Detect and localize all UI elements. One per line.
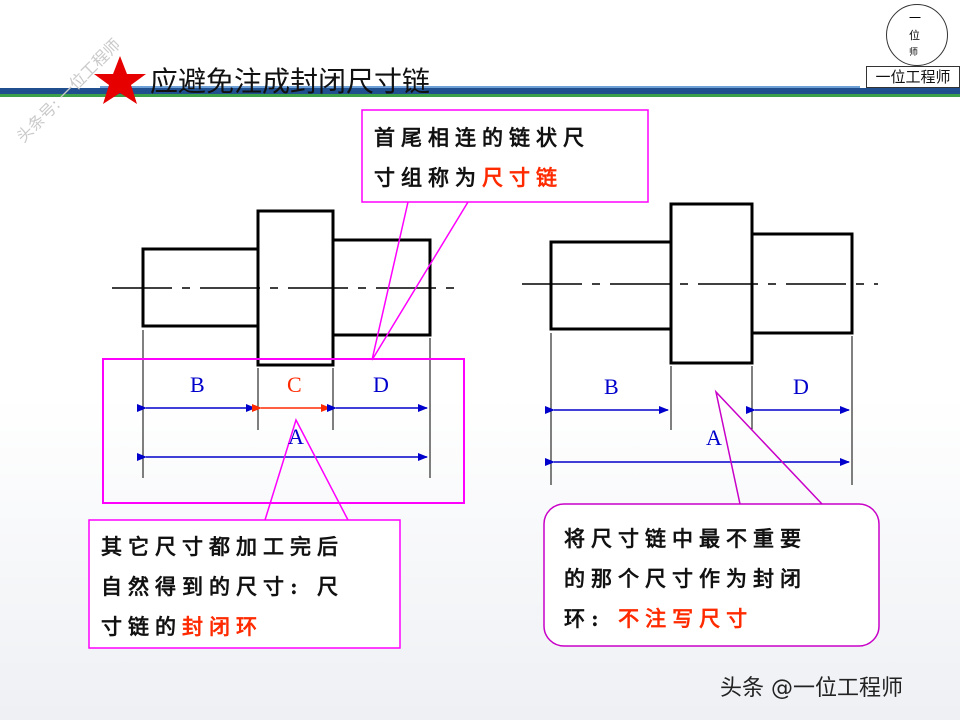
right-callout-frame xyxy=(543,503,880,647)
top-callout-highlight: 尺寸链 xyxy=(482,165,563,190)
right-callout-line1: 将尺寸链中最不重要 xyxy=(564,526,807,551)
left-callout-text: 其它尺寸都加工完后 自然得到的尺寸: 尺 寸链的封闭环 xyxy=(101,527,397,647)
label-B-right: B xyxy=(604,374,619,399)
star-icon xyxy=(94,56,146,104)
top-callout-line1: 首尾相连的链状尺 xyxy=(374,125,590,150)
right-callout-pointer xyxy=(714,389,823,505)
label-A-right: A xyxy=(706,425,722,450)
label-C-left: C xyxy=(287,372,302,397)
logo-text: 一位工程师 xyxy=(866,66,960,88)
left-dimension-frame xyxy=(102,358,465,504)
page-title: 应避免注成封闭尺寸链 xyxy=(150,65,431,98)
top-callout-line2-plain: 寸组称为 xyxy=(374,165,482,190)
right-callout-line2: 的那个尺寸作为封闭 xyxy=(564,566,807,591)
right-callout-line3: 环: 不注写尺寸 xyxy=(564,599,874,639)
top-callout-text: 首尾相连的链状尺 寸组称为尺寸链 xyxy=(374,118,646,198)
left-callout-line3: 寸链的封闭环 xyxy=(101,607,397,647)
footer-watermark: 头条 @一位工程师 xyxy=(720,676,903,701)
label-D-left: D xyxy=(373,372,389,397)
top-callout-pointer xyxy=(371,201,469,361)
top-callout-line2: 寸组称为尺寸链 xyxy=(374,158,646,198)
top-callout-frame xyxy=(361,109,649,203)
left-callout-line2: 自然得到的尺寸: 尺 xyxy=(101,574,345,599)
right-callout-line3-plain: 环: xyxy=(564,606,605,631)
right-callout-highlight: 不注写尺寸 xyxy=(618,606,754,631)
header-rule xyxy=(0,86,960,97)
left-callout-pointer xyxy=(264,418,349,521)
label-A-left: A xyxy=(288,424,304,449)
logo-glyph: 师 xyxy=(909,48,919,58)
right-callout-text: 将尺寸链中最不重要 的那个尺寸作为封闭 环: 不注写尺寸 xyxy=(564,519,874,639)
logo-glyph: 位 xyxy=(909,29,920,42)
logo-glyph: 一 xyxy=(909,11,922,25)
left-callout-line1: 其它尺寸都加工完后 xyxy=(101,534,344,559)
left-callout-frame xyxy=(88,519,401,649)
left-callout-line3-plain: 寸链的 xyxy=(101,614,182,639)
left-extension-lines xyxy=(142,330,431,478)
logo-emblem: 一 位 师 xyxy=(886,4,948,66)
label-B-left: B xyxy=(190,372,205,397)
label-D-right: D xyxy=(793,374,809,399)
left-callout-highlight: 封闭环 xyxy=(182,614,263,639)
